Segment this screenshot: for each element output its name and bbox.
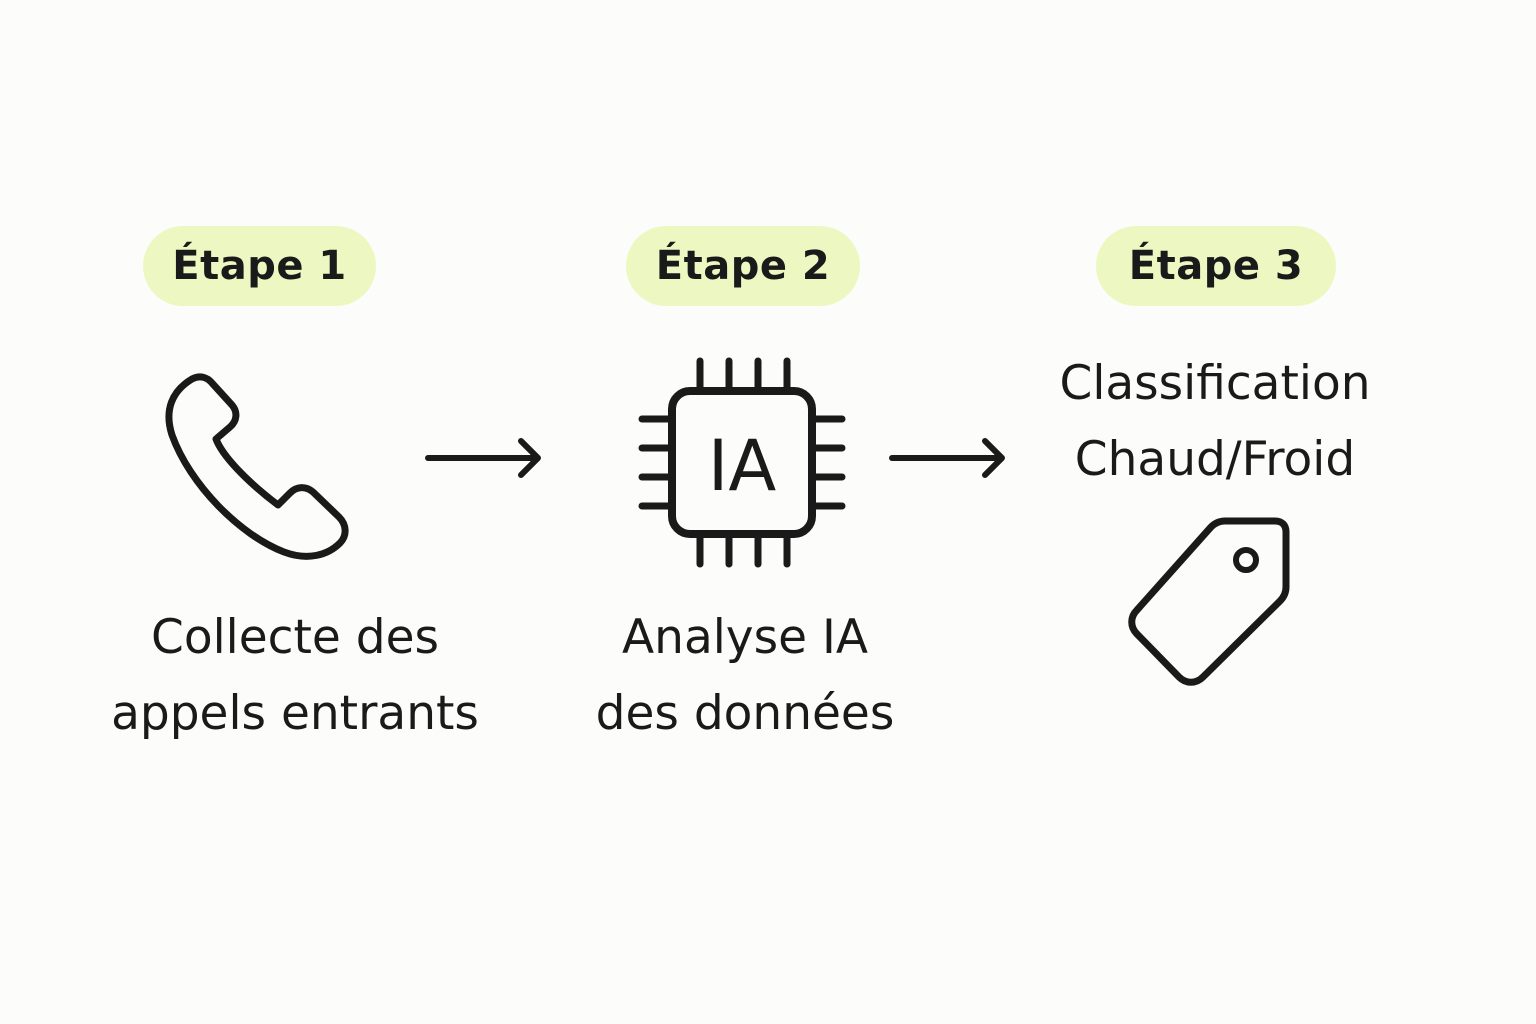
step-2-badge: Étape 2: [626, 226, 860, 306]
step-1-caption-line-2: appels entrants: [111, 686, 479, 741]
ai-chip-icon: IA: [638, 357, 846, 568]
tag-icon: [1128, 517, 1290, 686]
step-1-caption: Collecte des appels entrants: [90, 600, 500, 752]
step-3-caption: Classification Chaud/Froid: [1010, 346, 1420, 498]
arrow-right-icon: [425, 438, 541, 478]
phone-icon: [165, 373, 349, 560]
step-3-badge: Étape 3: [1096, 226, 1336, 306]
step-3-caption-line-2: Chaud/Froid: [1074, 432, 1356, 487]
arrow-right-icon: [889, 438, 1005, 478]
step-1-badge: Étape 1: [143, 226, 376, 306]
step-2-caption-line-2: des données: [595, 686, 895, 741]
chip-label: IA: [708, 425, 777, 507]
step-1-caption-line-1: Collecte des: [151, 610, 439, 665]
step-2-caption-line-1: Analyse IA: [622, 610, 868, 665]
step-2-caption: Analyse IA des données: [560, 600, 930, 752]
step-2-badge-label: Étape 2: [655, 243, 831, 289]
step-3-badge-label: Étape 3: [1128, 243, 1304, 289]
step-1-badge-label: Étape 1: [172, 243, 347, 289]
step-3-caption-line-1: Classification: [1059, 356, 1371, 411]
